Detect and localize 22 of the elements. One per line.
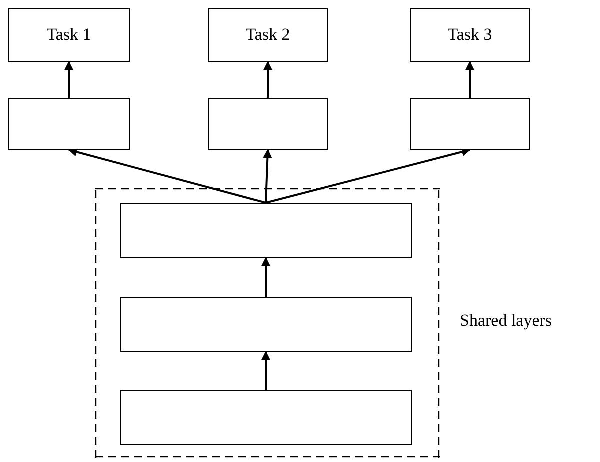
layer-box bbox=[120, 297, 412, 352]
task-box bbox=[208, 8, 328, 62]
task-label: Task 3 bbox=[448, 25, 492, 45]
layer-box bbox=[8, 98, 130, 150]
arrow bbox=[264, 61, 272, 98]
task-label: Task 2 bbox=[246, 25, 290, 45]
arrow bbox=[263, 149, 272, 204]
arrow bbox=[64, 61, 74, 98]
arrow bbox=[68, 148, 266, 204]
arrow bbox=[466, 61, 474, 98]
layer-box bbox=[410, 98, 530, 150]
arrow bbox=[262, 351, 270, 390]
layer-box bbox=[120, 390, 412, 445]
layer-box bbox=[120, 203, 412, 258]
dashed-group-box bbox=[95, 188, 440, 458]
group-label: Shared layers bbox=[460, 311, 552, 331]
task-box bbox=[410, 8, 530, 62]
layer-box bbox=[208, 98, 328, 150]
arrow bbox=[262, 257, 270, 297]
arrow bbox=[266, 148, 471, 204]
task-box bbox=[8, 8, 130, 62]
task-label: Task 1 bbox=[46, 25, 92, 45]
